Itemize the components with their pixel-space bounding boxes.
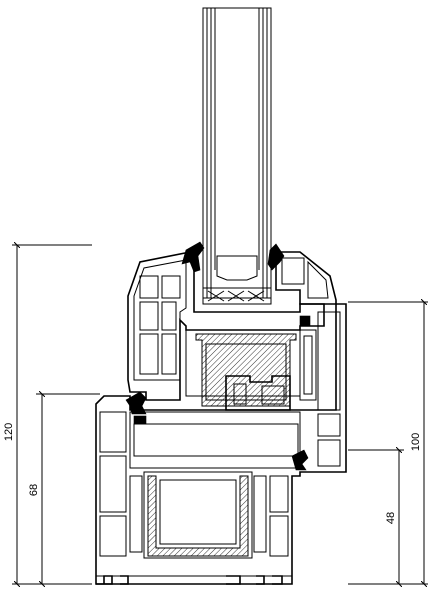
sash-profile bbox=[127, 251, 337, 411]
dim-label-left-outer: 120 bbox=[3, 423, 15, 441]
gaskets bbox=[125, 241, 311, 471]
glazing-unit bbox=[202, 7, 272, 305]
dim-label-right-inner: 48 bbox=[385, 512, 397, 524]
dim-label-right-outer: 100 bbox=[410, 433, 422, 451]
dimension-lines bbox=[12, 245, 428, 584]
dim-label-left-inner: 68 bbox=[28, 484, 40, 496]
